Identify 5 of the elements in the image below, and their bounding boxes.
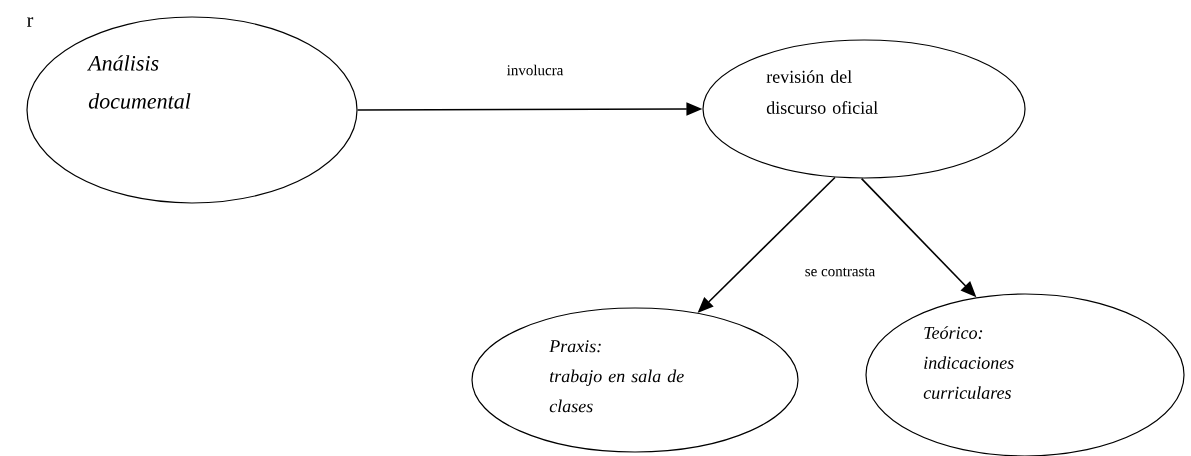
edge-label: involucra <box>504 62 566 78</box>
edge-label: se contrasta <box>802 265 878 279</box>
corner-letter: r <box>27 17 34 27</box>
ellipse-node: revisión del discurso oficial <box>702 39 1026 179</box>
ellipse-node: Praxis: trabajo en sala de clases <box>471 307 799 453</box>
